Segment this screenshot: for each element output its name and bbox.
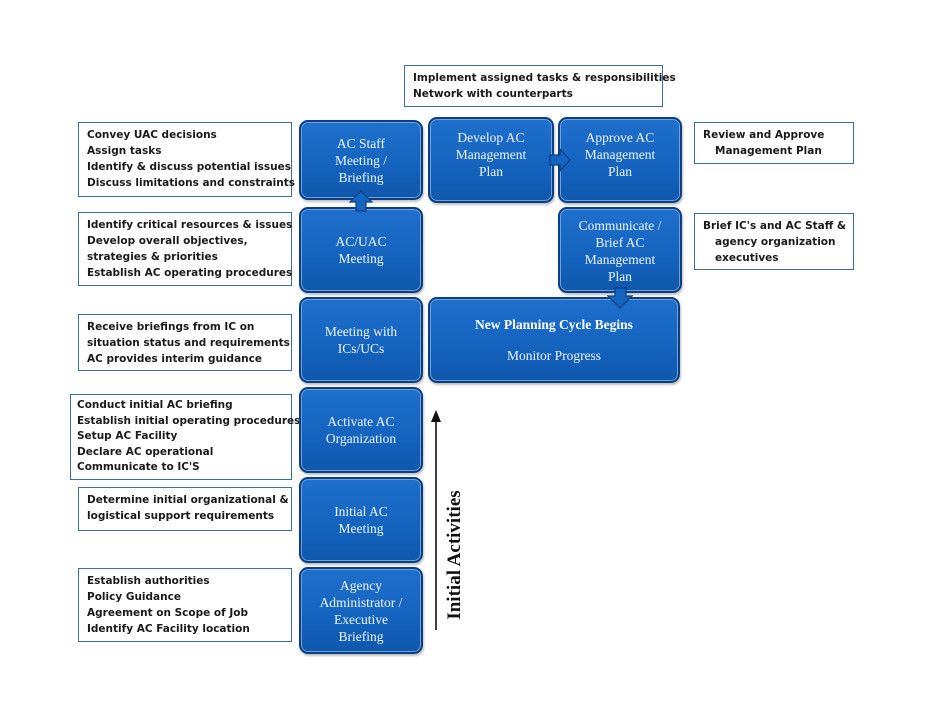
step-agency-briefing: Agency Administrator / Executive Briefin… (299, 567, 423, 654)
arrow-up-staff (348, 190, 374, 212)
note-line: Brief IC's and AC Staff & (703, 220, 847, 232)
step-label: Communicate / Brief AC Management Plan (578, 218, 662, 284)
step-label: AC Staff Meeting / Briefing (334, 135, 388, 185)
note-line: Establish initial operating procedures (77, 414, 301, 427)
note-line: Declare AC operational (77, 445, 214, 458)
note-line: Discuss limitations and constraints (87, 177, 295, 189)
note-line: Receive briefings from IC on (87, 321, 255, 333)
note-line: executives (715, 252, 779, 264)
step-new-planning-cycle: New Planning Cycle Begins Monitor Progre… (428, 297, 680, 383)
note-line: Agreement on Scope of Job (87, 607, 248, 619)
note-line: agency organization (715, 236, 836, 248)
note-line: Convey UAC decisions (87, 129, 217, 141)
note-line: Establish AC operating procedures (87, 267, 293, 279)
note-review-approve: Review and Approve Management Plan (694, 122, 854, 164)
arrow-initial-activities (431, 410, 441, 630)
note-line: Identify critical resources & issues (87, 219, 293, 231)
note-line: Network with counterparts (413, 88, 573, 100)
step-label: Meeting with ICs/UCs (324, 324, 398, 356)
step-label: Initial AC Meeting (334, 504, 388, 536)
note-meeting-ics: Receive briefings from IC on situation s… (78, 314, 292, 371)
note-line: Establish authorities (87, 575, 210, 587)
note-initial-meeting: Determine initial organizational & logis… (78, 487, 292, 531)
note-line: AC provides interim guidance (87, 353, 262, 365)
note-implement-tasks: Implement assigned tasks & responsibilit… (404, 65, 676, 107)
note-line: Review and Approve (703, 129, 825, 141)
note-brief-ics: Brief IC's and AC Staff & agency organiz… (694, 213, 854, 270)
note-activate-org: Conduct initial AC briefing Establish in… (70, 394, 301, 480)
cycle-subtitle: Monitor Progress (506, 348, 602, 363)
note-staff-meeting: Convey UAC decisions Assign tasks Identi… (78, 122, 295, 197)
step-initial-meeting: Initial AC Meeting (299, 477, 423, 563)
step-label: Activate AC Organization (325, 414, 397, 446)
note-line: Setup AC Facility (77, 430, 178, 442)
note-agency-briefing: Establish authorities Policy Guidance Ag… (78, 568, 292, 642)
initial-activities-label: Initial Activities (444, 490, 465, 620)
note-line: Policy Guidance (87, 591, 181, 603)
step-meeting-ics: Meeting with ICs/UCs (299, 297, 423, 383)
step-label: Develop AC Management Plan (455, 130, 527, 179)
step-label: Approve AC Management Plan (584, 130, 656, 179)
note-line: Management Plan (715, 145, 822, 157)
step-ac-uac-meeting: AC/UAC Meeting (299, 207, 423, 293)
step-develop-plan: Develop AC Management Plan (428, 117, 554, 203)
arrow-down-cycle (606, 287, 634, 309)
arrow-right-approve (549, 147, 571, 173)
step-label: Agency Administrator / Executive Briefin… (319, 577, 403, 644)
note-line: Assign tasks (87, 145, 162, 157)
step-communicate-plan: Communicate / Brief AC Management Plan (558, 207, 682, 293)
note-line: Implement assigned tasks & responsibilit… (413, 72, 676, 84)
note-line: Identify AC Facility location (87, 623, 250, 635)
cycle-title: New Planning Cycle Begins (475, 317, 633, 332)
note-line: strategies & priorities (87, 251, 218, 263)
note-uac-meeting: Identify critical resources & issues Dev… (78, 212, 292, 286)
note-line: Communicate to IC'S (77, 461, 200, 473)
note-line: Identify & discuss potential issues (87, 161, 291, 173)
step-activate-org: Activate AC Organization (299, 387, 423, 473)
note-line: Develop overall objectives, (87, 235, 248, 247)
note-line: Determine initial organizational & (87, 494, 289, 506)
note-line: logistical support requirements (87, 510, 275, 522)
note-line: situation status and requirements (87, 337, 290, 349)
step-label: AC/UAC Meeting (335, 234, 387, 266)
step-ac-staff-meeting: AC Staff Meeting / Briefing (299, 120, 423, 200)
note-line: Conduct initial AC briefing (77, 399, 233, 411)
